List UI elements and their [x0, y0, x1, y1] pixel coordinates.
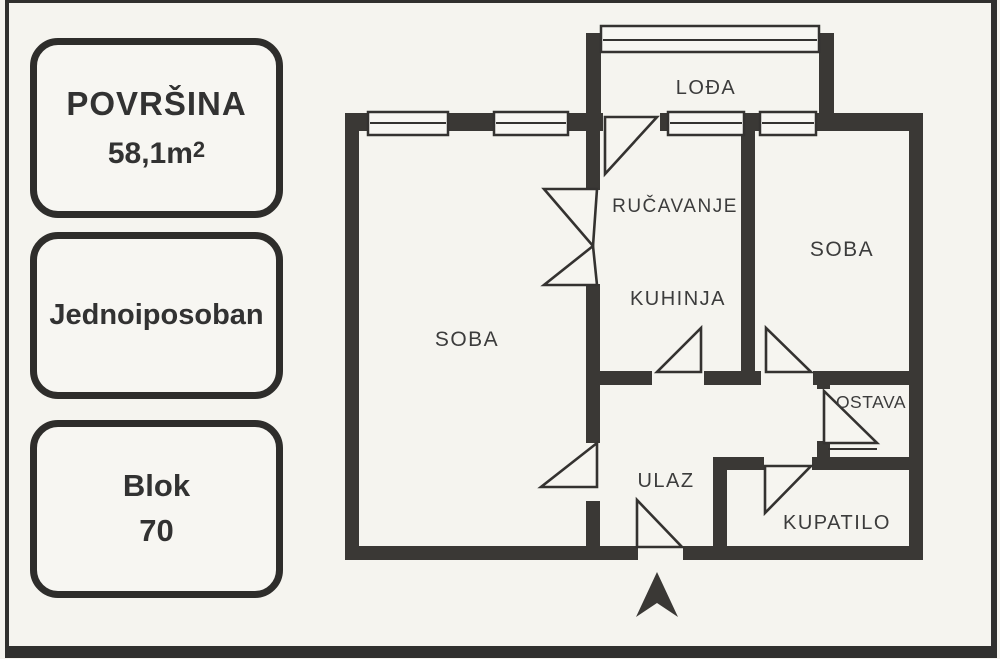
doors [537, 115, 881, 549]
ostava-door-swing [822, 387, 881, 445]
block-label: Blok [122, 468, 191, 504]
area-value-superscript: 2 [192, 137, 206, 162]
kupatilo-door-swing [763, 464, 815, 517]
room-label-ulaz: ULAZ [637, 470, 694, 492]
block-box: Blok 70 [30, 420, 283, 598]
door-openings [585, 112, 831, 561]
opening-kuhinja-door [652, 370, 704, 386]
soba-ulaz-door-swing [537, 440, 599, 489]
double-door-top-leaf [541, 187, 599, 250]
area-box: POVRŠINA 58,1m2 [30, 38, 283, 218]
double-door-bottom-leaf [540, 243, 599, 287]
room-label-kupatilo: KUPATILO [783, 512, 891, 534]
room-labels: LOĐA RUČAVANJE KUHINJA SOBA SOBA OSTAVA … [435, 77, 906, 534]
kuhinja-door-swing [653, 324, 703, 374]
wall-kupatilo-top [713, 457, 923, 470]
wall-loggia-left [586, 33, 601, 131]
area-box-title: POVRŠINA [66, 85, 247, 122]
apartment-type-box: Jednoiposoban [30, 232, 283, 399]
entrance-door-swing [635, 496, 686, 549]
wall-right [909, 113, 923, 560]
area-value-number: 58,1m [107, 137, 193, 170]
wall-kitchen-divider [741, 131, 755, 378]
opening-soba-right-door [761, 370, 813, 386]
wall-ulaz-kupatilo-divider [713, 457, 727, 560]
lodja-door-swing [603, 115, 660, 178]
room-label-rucavanje: RUČAVANJE [612, 195, 738, 217]
wall-mid-horizontal [586, 371, 923, 385]
block-number: 70 [139, 513, 174, 548]
area-box-value: 58,1m2 [108, 137, 205, 171]
wall-loggia-right [819, 33, 834, 131]
north-arrow-icon [636, 572, 678, 617]
apartment-type-label: Jednoiposoban [49, 299, 264, 331]
room-label-kuhinja: KUHINJA [630, 288, 726, 310]
room-label-ostava: OSTAVA [836, 392, 906, 412]
wall-left [345, 113, 359, 560]
wall-bottom [345, 546, 923, 560]
room-label-lodja: LOĐA [676, 77, 736, 99]
room-label-soba-left: SOBA [435, 328, 499, 351]
soba-right-door-swing [764, 324, 815, 374]
opening-entrance-door [638, 545, 683, 561]
room-label-soba-right: SOBA [810, 238, 874, 261]
windows [366, 24, 821, 137]
